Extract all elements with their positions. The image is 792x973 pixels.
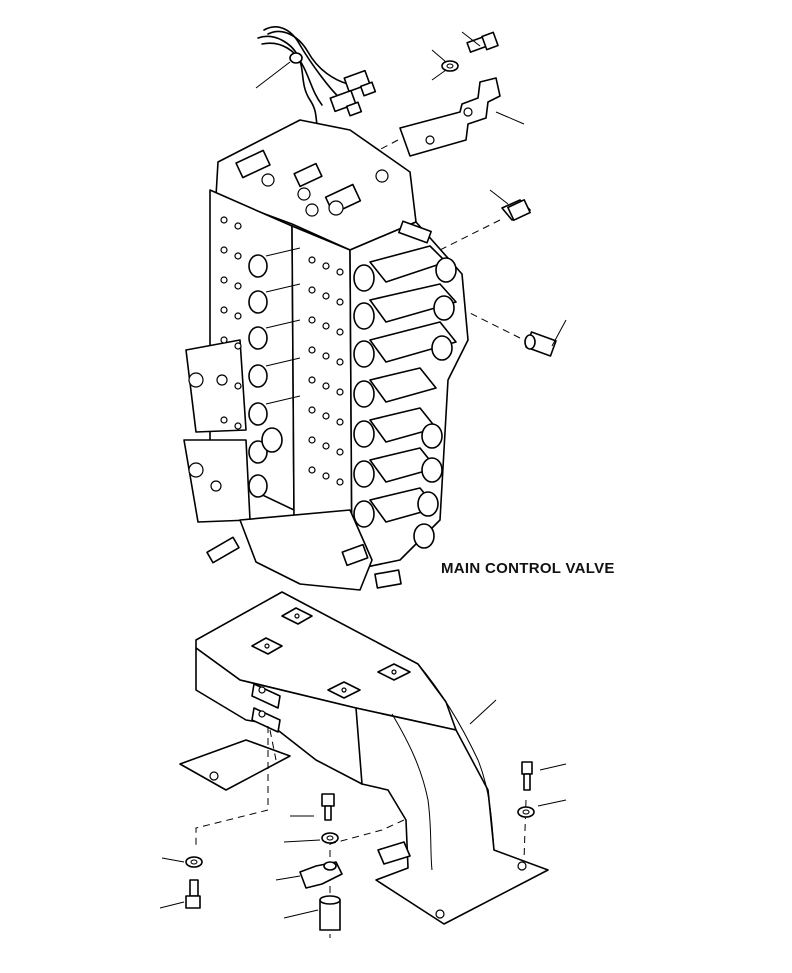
- pressure-switch-lower: [467, 311, 567, 357]
- wire-harness: [255, 26, 377, 129]
- bolt-left: [159, 879, 201, 909]
- washer-left: [161, 856, 203, 868]
- spacer: [283, 895, 341, 931]
- main-control-valve: [183, 119, 469, 591]
- left-face-ports: [220, 216, 242, 430]
- center-ports: [308, 256, 344, 486]
- washer-center: [283, 832, 339, 844]
- sensor-bracket: [355, 77, 525, 163]
- bolt-center: [290, 793, 335, 821]
- valve-mounting-stand: [179, 591, 549, 925]
- clamp: [275, 861, 343, 889]
- bolt-right: [521, 761, 567, 791]
- diagram-caption: MAIN CONTROL VALVE: [441, 560, 615, 577]
- washer-right: [517, 799, 567, 818]
- left-spool-caps: [248, 247, 301, 498]
- washer-top: [431, 49, 459, 81]
- assembly-lines: [195, 726, 527, 938]
- bolt-top: [461, 31, 499, 53]
- right-spool-caps: [353, 220, 457, 549]
- pressure-switch-upper: [431, 189, 531, 255]
